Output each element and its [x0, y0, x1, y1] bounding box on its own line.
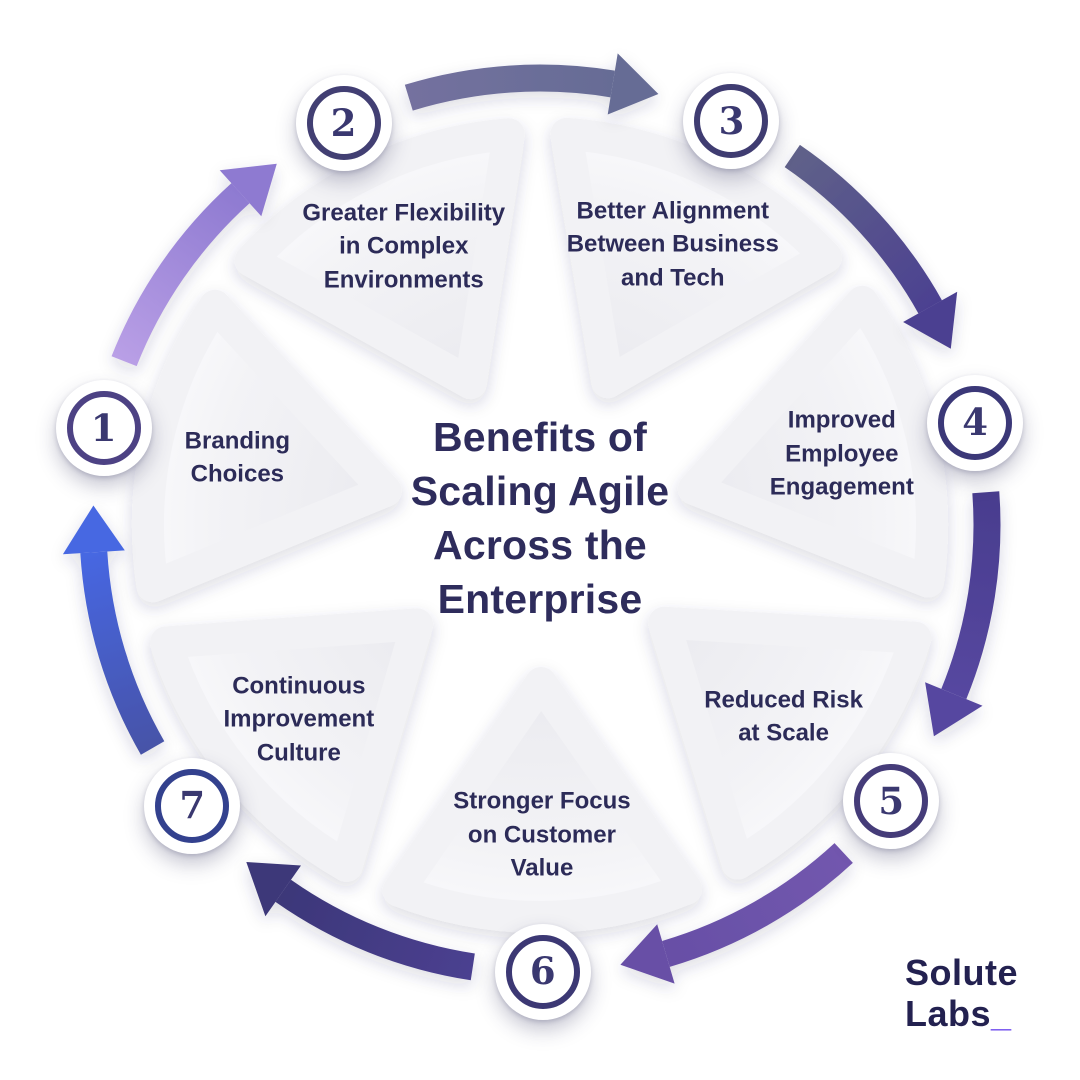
arc-segment-2-to-3 — [404, 64, 615, 111]
arc-segment-3-to-4 — [784, 144, 942, 314]
step-badge-5: 5 — [843, 753, 940, 850]
main-title: Benefits of Scaling Agile Across the Ent… — [410, 413, 670, 623]
step-badge-7: 7 — [144, 757, 241, 854]
arc-segment-1-to-2 — [111, 183, 250, 367]
badge-ring: 1 — [66, 391, 141, 466]
arrowhead-icon-2-to-3 — [607, 53, 659, 115]
petal-4 — [677, 285, 948, 598]
logo-labs-text: Labs — [904, 992, 992, 1034]
badge-ring: 3 — [694, 84, 769, 159]
benefit-label-1: Branding Choices — [184, 427, 290, 488]
petal-6 — [382, 667, 702, 933]
benefit-label-2: Greater Flexibility in Complex Environme… — [302, 199, 506, 294]
arrowhead-icon-7-to-1 — [62, 505, 125, 555]
solutelabs-logo: Solute Labs_ — [905, 953, 1018, 1034]
step-number: 1 — [90, 405, 117, 450]
arrowhead-icon-1-to-2 — [219, 163, 277, 217]
step-badge-1: 1 — [55, 380, 152, 477]
petal-3 — [550, 117, 842, 399]
badge-ring: 6 — [505, 934, 580, 1009]
petals-group — [131, 117, 948, 933]
badge-ring: 5 — [854, 764, 929, 839]
benefit-label-7: Continuous Improvement Culture — [223, 672, 375, 767]
logo-line-2: Labs_ — [904, 992, 1018, 1034]
petal-7 — [150, 608, 434, 882]
petal-1 — [131, 289, 402, 603]
step-number: 4 — [962, 400, 989, 445]
logo-solute-text: Solute — [904, 952, 1018, 994]
arrowhead-icon-3-to-4 — [903, 291, 958, 349]
badge-ring: 4 — [938, 385, 1013, 460]
step-number: 2 — [330, 100, 357, 145]
logo-line-1: Solute — [905, 953, 1018, 993]
step-number: 5 — [878, 778, 905, 823]
arc-segment-4-to-5 — [941, 491, 1001, 700]
badge-ring: 2 — [306, 86, 381, 161]
petal-2 — [234, 118, 525, 400]
step-badge-2: 2 — [295, 75, 392, 172]
arc-segment-5-to-6 — [662, 843, 853, 967]
arrowhead-icon-6-to-7 — [246, 862, 301, 917]
step-number: 7 — [179, 783, 206, 828]
arc-segment-7-to-1 — [80, 551, 165, 755]
ring-arrows-group — [62, 53, 1001, 984]
step-number: 3 — [718, 98, 745, 143]
arc-segment-6-to-7 — [275, 879, 475, 981]
benefit-label-4: Improved Employee Engagement — [769, 406, 914, 501]
petal-5 — [648, 606, 932, 880]
arrowhead-icon-4-to-5 — [925, 682, 983, 737]
badge-ring: 7 — [155, 768, 230, 843]
step-badge-3: 3 — [683, 73, 780, 170]
step-number: 6 — [529, 949, 556, 994]
benefit-label-3: Better Alignment Between Business and Te… — [566, 197, 779, 292]
step-badge-4: 4 — [927, 374, 1024, 471]
benefit-label-6: Stronger Focus on Customer Value — [453, 787, 631, 882]
logo-underscore: _ — [991, 992, 1012, 1034]
benefit-label-5: Reduced Risk at Scale — [704, 686, 863, 747]
arrowhead-icon-5-to-6 — [620, 924, 675, 984]
step-badge-6: 6 — [494, 923, 591, 1020]
